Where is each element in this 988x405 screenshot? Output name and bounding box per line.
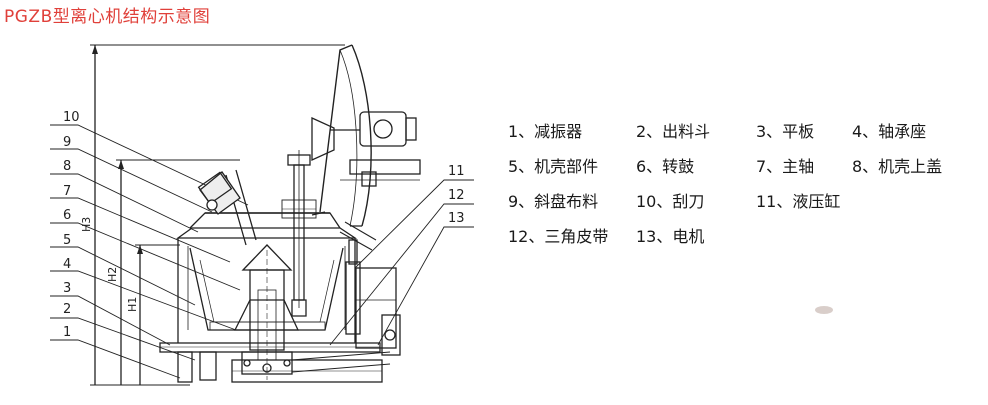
legend-row: 5、机壳部件 6、转鼓 7、主轴 8、机壳上盖 [508,153,978,188]
callout-10: 10 [63,110,80,125]
legend-row: 9、斜盘布料 10、刮刀 11、液压缸 [508,188,978,223]
legend-item-hydraulic-cylinder: 11、液压缸 [756,192,841,211]
component-legend: 1、减振器 2、出料斗 3、平板 4、轴承座 5、机壳部件 6、转鼓 7、主轴 … [508,118,978,258]
leader-lines [50,124,474,379]
legend-item-drum: 6、转鼓 [636,157,695,176]
legend-item-motor: 13、电机 [636,227,705,246]
ink-smudge [815,306,833,314]
legend-item-vibration-damper: 1、减振器 [508,122,583,141]
callout-3: 3 [63,281,71,296]
legend-item-bearing-seat: 4、轴承座 [852,122,927,141]
legend-item-discharge-hopper: 2、出料斗 [636,122,711,141]
machine-body [159,44,421,383]
callout-4: 4 [63,257,71,272]
legend-item-casing-cover: 8、机壳上盖 [852,157,943,176]
legend-item-flat-plate: 3、平板 [756,122,815,141]
callout-6: 6 [63,208,71,223]
callout-1: 1 [63,325,71,340]
callout-9: 9 [63,135,71,150]
callout-8: 8 [63,159,71,174]
diagram-title: PGZB型离心机结构示意图 [4,7,211,27]
legend-item-inclined-distributor: 9、斜盘布料 [508,192,599,211]
legend-row: 1、减振器 2、出料斗 3、平板 4、轴承座 [508,118,978,153]
legend-item-scraper: 10、刮刀 [636,192,705,211]
callout-11: 11 [448,164,465,179]
dimension-h2-label: H2 [106,267,119,282]
legend-row: 12、三角皮带 13、电机 [508,223,978,258]
dimension-lines [90,44,345,386]
callout-2: 2 [63,302,71,317]
callout-13: 13 [448,211,465,226]
dimension-h1-label: H1 [126,297,139,312]
legend-item-casing-part: 5、机壳部件 [508,157,599,176]
callout-12: 12 [448,188,465,203]
callout-7: 7 [63,184,71,199]
callout-5: 5 [63,233,71,248]
legend-item-main-shaft: 7、主轴 [756,157,815,176]
legend-item-v-belt: 12、三角皮带 [508,227,609,246]
